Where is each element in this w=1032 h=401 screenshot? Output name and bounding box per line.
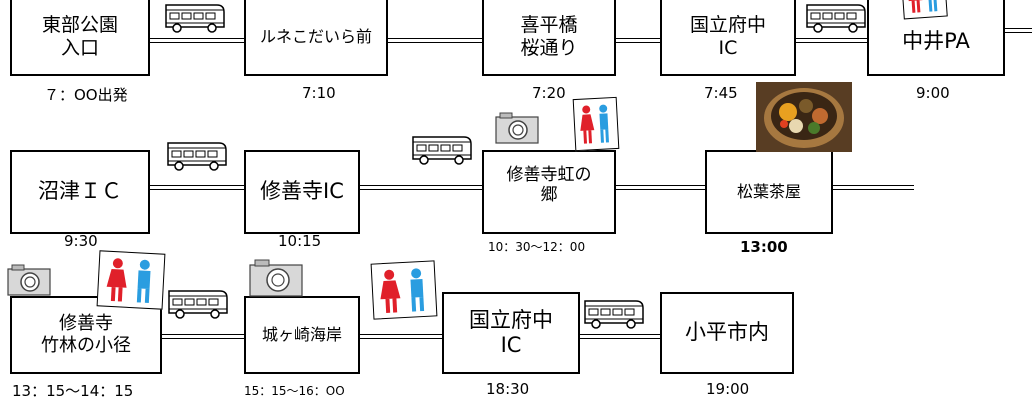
route-line bbox=[148, 38, 245, 43]
time-label: ７：OO出発 bbox=[44, 86, 128, 104]
time-label: 15：15～16：OO bbox=[244, 384, 345, 398]
camera-icon bbox=[495, 112, 539, 144]
bus-icon bbox=[168, 290, 228, 319]
stop-kokubunji-ic-2: 国立府中 IC bbox=[442, 292, 580, 374]
stop-lune-kodaira-mae: ルネこだいら前 bbox=[244, 0, 388, 76]
time-label: 7:10 bbox=[302, 84, 336, 102]
time-label: 9:30 bbox=[64, 232, 98, 250]
time-label: 10:15 bbox=[278, 232, 322, 250]
camera-icon bbox=[249, 259, 303, 297]
stop-shoyo-chaya: 松葉茶屋 bbox=[705, 150, 833, 234]
route-line bbox=[1003, 28, 1032, 33]
time-label: 7:20 bbox=[532, 84, 566, 102]
bus-icon bbox=[165, 4, 225, 33]
bus-icon bbox=[584, 300, 644, 329]
stop-kodaira-shinai: 小平市内 bbox=[660, 292, 794, 374]
restroom-icon bbox=[572, 96, 620, 152]
bus-icon bbox=[412, 136, 472, 165]
time-label: 19:00 bbox=[706, 380, 750, 398]
route-line bbox=[148, 185, 245, 190]
bus-icon bbox=[167, 142, 227, 171]
stop-jogasaki-kaigan: 城ヶ崎海岸 bbox=[244, 296, 360, 374]
route-line bbox=[614, 38, 662, 43]
time-label: 18:30 bbox=[486, 380, 530, 398]
route-line bbox=[386, 38, 483, 43]
restroom-icon bbox=[96, 250, 166, 310]
bus-icon bbox=[806, 4, 866, 33]
restroom-icon bbox=[900, 0, 948, 20]
time-label: 13：15～14：15 bbox=[12, 382, 134, 400]
route-line bbox=[358, 334, 444, 339]
route-line bbox=[578, 334, 662, 339]
stop-kiheibashi-sakura-dori: 喜平橋 桜通り bbox=[482, 0, 616, 76]
stop-shuzenji-ic: 修善寺IC bbox=[244, 150, 360, 234]
route-line bbox=[358, 185, 484, 190]
route-line bbox=[614, 185, 707, 190]
stop-shuzenji-niji-no-sato: 修善寺虹の 郷 bbox=[482, 150, 616, 234]
time-label: 7:45 bbox=[704, 84, 738, 102]
stop-shuzenji-chikurin: 修善寺 竹林の小径 bbox=[10, 296, 162, 374]
stop-numazu-ic: 沼津ＩＣ bbox=[10, 150, 150, 234]
time-label: 10：30～12：00 bbox=[488, 240, 586, 254]
bento-lunch-photo bbox=[756, 82, 852, 152]
route-line bbox=[831, 185, 914, 190]
restroom-icon bbox=[370, 260, 438, 320]
route-line bbox=[160, 334, 246, 339]
route-line bbox=[794, 38, 869, 43]
camera-icon bbox=[7, 264, 51, 296]
stop-kokubunji-ic-1: 国立府中 IC bbox=[660, 0, 796, 76]
time-label: 13:00 bbox=[740, 238, 788, 256]
time-label: 9:00 bbox=[916, 84, 950, 102]
stop-higashibu-koen-iriguchi: 東部公園 入口 bbox=[10, 0, 150, 76]
